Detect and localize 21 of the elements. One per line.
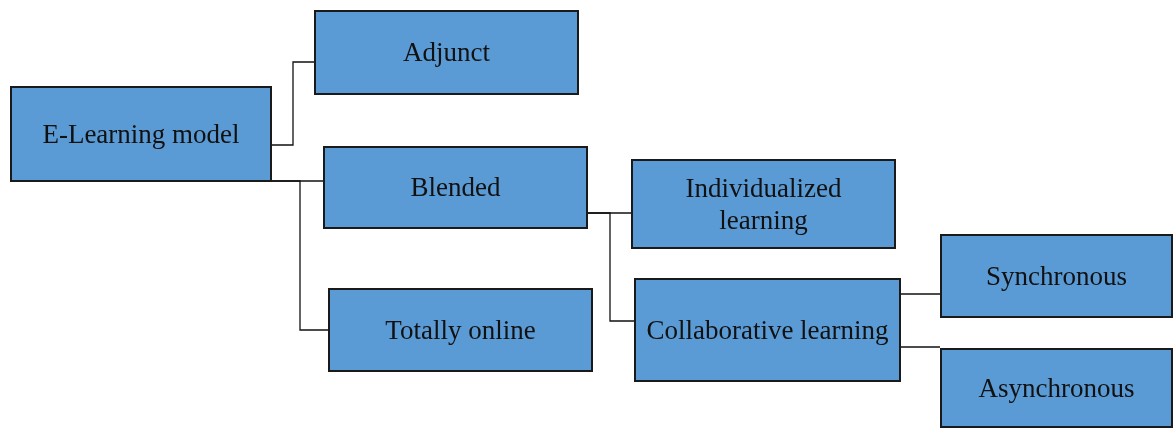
category-box bbox=[634, 278, 901, 382]
category-box bbox=[328, 288, 593, 372]
connector-line bbox=[900, 346, 941, 348]
connector-line bbox=[587, 212, 635, 322]
category-box bbox=[323, 146, 588, 229]
node-label: Collaborative learning bbox=[645, 313, 890, 347]
node-label: Asynchronous bbox=[977, 371, 1136, 405]
node-label: Individualized learning bbox=[684, 171, 843, 237]
category-box bbox=[314, 10, 579, 95]
node-label: Adjunct bbox=[402, 36, 491, 69]
node-label: Synchronous bbox=[985, 259, 1128, 293]
connector-line bbox=[271, 61, 315, 146]
connector-line bbox=[900, 293, 941, 295]
category-box bbox=[940, 234, 1173, 318]
node-label: Totally online bbox=[384, 313, 537, 347]
connector-line bbox=[271, 180, 329, 331]
category-box bbox=[10, 86, 272, 182]
node-label: Blended bbox=[409, 171, 502, 204]
node-label: E-Learning model bbox=[41, 117, 241, 151]
category-box bbox=[940, 348, 1173, 428]
category-box bbox=[631, 159, 896, 249]
